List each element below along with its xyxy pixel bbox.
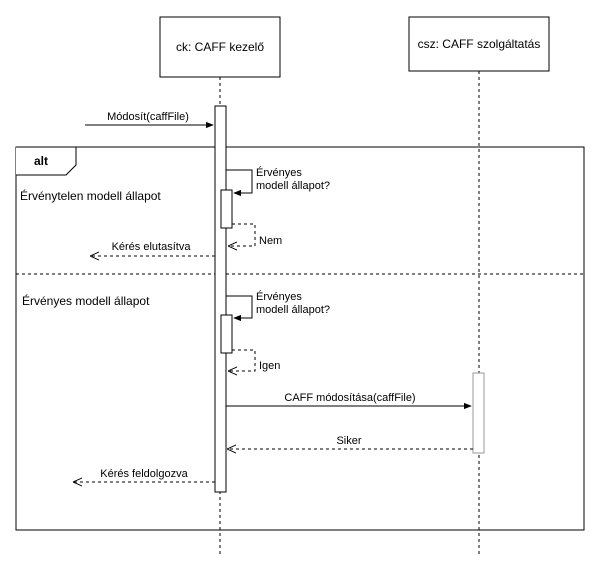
- self-message-ervenyes-2: Érvényes modell állapot?: [226, 290, 330, 322]
- alt-fragment: alt Érvénytelen modell állapot Érvényes …: [15, 146, 585, 531]
- return-keres-feldolgozva-label: Kérés feldolgozva: [100, 468, 188, 480]
- message-modosit-label: Módosít(caffFile): [107, 111, 189, 123]
- return-nem-label: Nem: [259, 235, 282, 247]
- return-igen-label: Igen: [259, 360, 280, 372]
- return-keres-elutasitva-label: Kérés elutasítva: [112, 241, 192, 253]
- participant-caff-szolgaltatas-label: csz: CAFF szolgáltatás: [418, 37, 541, 51]
- self-message-2-line1: Érvényes: [256, 290, 302, 303]
- self-message-2-line2: modell állapot?: [256, 304, 330, 316]
- participant-caff-kezelo-label: ck: CAFF kezelő: [176, 40, 264, 54]
- return-keres-feldolgozva: Kérés feldolgozva: [74, 468, 215, 482]
- return-nem: Nem: [229, 223, 282, 247]
- self-message-1-line1: Érvényes: [256, 166, 302, 179]
- participant-caff-szolgaltatas: csz: CAFF szolgáltatás: [408, 16, 550, 72]
- participant-caff-kezelo: ck: CAFF kezelő: [159, 16, 281, 78]
- activation-main: [214, 105, 227, 493]
- activation-nested-1: [220, 189, 233, 229]
- return-igen: Igen: [229, 349, 280, 372]
- alt-operator-label: alt: [34, 154, 48, 168]
- message-caff-modositasa-label: CAFF módosítása(caffFile): [284, 392, 415, 404]
- guard-ervenytelen-label: Érvénytelen modell állapot: [20, 188, 161, 203]
- return-siker-label: Siker: [336, 435, 361, 447]
- guard-ervenyes-label: Érvényes modell állapot: [22, 293, 150, 308]
- return-siker: Siker: [228, 435, 473, 449]
- message-caff-modositasa: CAFF módosítása(caffFile): [226, 392, 472, 410]
- self-message-1-line2: modell állapot?: [256, 180, 330, 192]
- activation-szolgaltatas: [472, 372, 485, 454]
- return-keres-elutasitva: Kérés elutasítva: [91, 241, 215, 256]
- self-message-ervenyes-1: Érvényes modell állapot?: [226, 166, 330, 197]
- message-modosit: Módosít(caffFile): [85, 111, 214, 129]
- activation-nested-2: [220, 314, 233, 354]
